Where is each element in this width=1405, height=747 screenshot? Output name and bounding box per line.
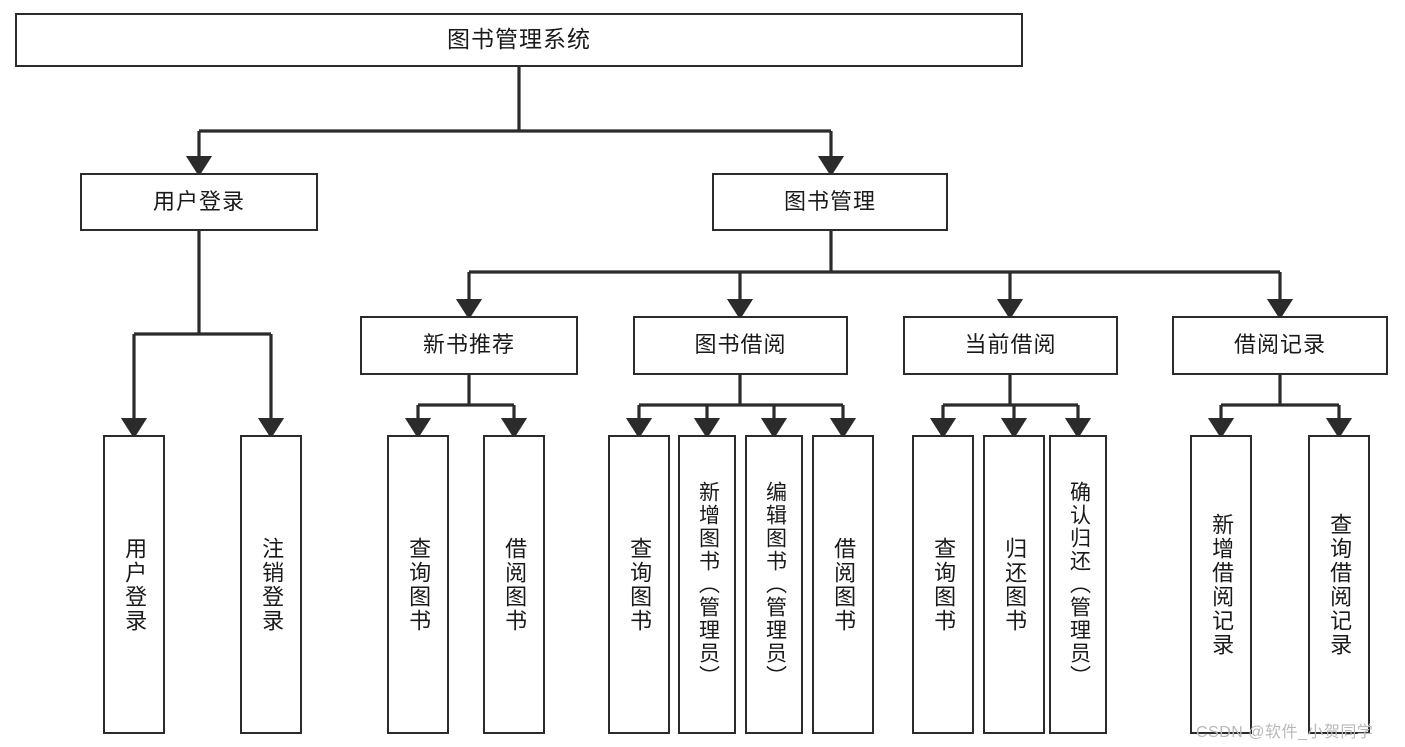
node-current-borrow[interactable]: 当前借阅: [903, 316, 1118, 375]
leaf-query-borrow-record[interactable]: 查询借阅记录: [1308, 435, 1370, 734]
leaf-query-book-current[interactable]: 查询图书: [912, 435, 974, 734]
node-borrow-records[interactable]: 借阅记录: [1172, 316, 1388, 375]
leaf-add-book-admin[interactable]: 新增图书（管理员）: [678, 435, 736, 734]
leaf-edit-book-admin[interactable]: 编辑图书（管理员）: [745, 435, 803, 734]
node-user-login[interactable]: 用户登录: [80, 173, 318, 231]
node-book-borrow[interactable]: 图书借阅: [633, 316, 848, 375]
node-new-book-recommend[interactable]: 新书推荐: [360, 316, 578, 375]
node-root-book-management-system[interactable]: 图书管理系统: [15, 13, 1023, 67]
leaf-add-borrow-record[interactable]: 新增借阅记录: [1190, 435, 1252, 734]
leaf-logout[interactable]: 注销登录: [240, 435, 302, 734]
leaf-query-book-recommend[interactable]: 查询图书: [387, 435, 449, 734]
leaf-confirm-return-admin[interactable]: 确认归还（管理员）: [1049, 435, 1107, 734]
leaf-user-login[interactable]: 用户登录: [103, 435, 165, 734]
leaf-borrow-book-borrow[interactable]: 借阅图书: [812, 435, 874, 734]
node-book-management[interactable]: 图书管理: [712, 173, 948, 231]
csdn-watermark: CSDN @软件_小贺同学: [1196, 724, 1374, 741]
leaf-query-book-borrow[interactable]: 查询图书: [608, 435, 670, 734]
leaf-return-book[interactable]: 归还图书: [983, 435, 1045, 734]
leaf-borrow-book-recommend[interactable]: 借阅图书: [483, 435, 545, 734]
